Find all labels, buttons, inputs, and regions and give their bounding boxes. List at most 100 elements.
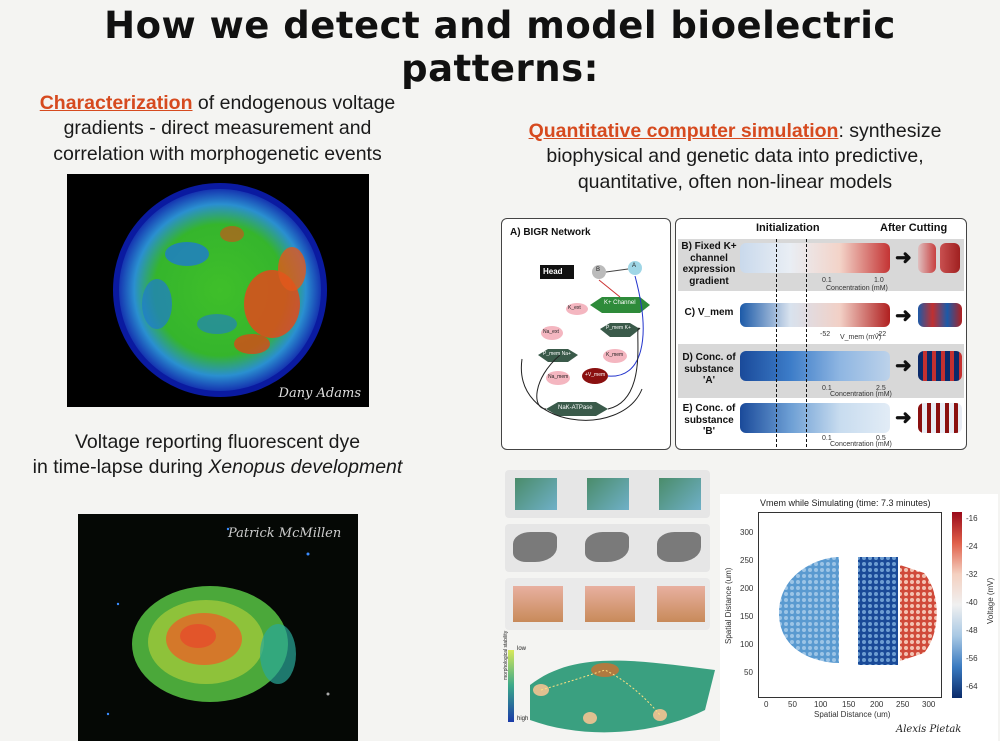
embryo-voltage-graphic [113,183,327,397]
row-b-cut1 [918,243,936,273]
network-node-b: B [596,267,601,273]
row-d-label: D) Conc. of substance 'A' [682,352,736,386]
sim-heading-line3: quantitative, often non-linear models [577,170,893,193]
row-c-scale: V_mem (mV) [840,334,882,341]
ytick-4: 100 [740,640,754,649]
regeneration-montage [505,470,710,630]
row-d-lo: 0.1 [822,385,832,392]
cbar-label: Voltage (mV) [986,577,995,624]
caption-line2a: in time-lapse during [32,456,209,479]
timelapse-graphic [106,527,330,716]
row-b-arrow: ➜ [895,247,912,269]
network-node-nakatpase: NaK-ATPase [558,405,593,411]
montage-row-1 [505,470,710,518]
network-graph [520,261,650,421]
montage-shape-1 [513,532,557,562]
row-c-hi: -22 [876,331,887,338]
cut-line-2 [806,239,807,447]
row-b-label: B) Fixed K+ channel expression gradient [681,241,737,287]
montage-shape-3 [657,532,701,562]
row-c-init [740,303,890,327]
xtick-3: 150 [842,700,856,709]
cbar-tick-2: -32 [966,570,978,579]
network-node-a: A [632,263,637,269]
row-d-arrow: ➜ [895,355,912,377]
row-c-arrow: ➜ [895,305,912,327]
montage-row-2 [505,524,710,572]
ytick-5: 50 [744,668,753,677]
colorbar [952,512,962,698]
embryo-voltage-image: Dany Adams [67,174,369,407]
montage-row-3 [505,578,710,630]
row-e-lo: 0.1 [822,435,832,442]
row-d-hi: 2.5 [876,385,886,392]
montage-g-1 [515,478,557,510]
characterization-link[interactable]: Characterization [39,92,193,114]
cut-line-1 [776,239,777,447]
cbar-tick-6: -64 [966,682,978,691]
xtick-0: 0 [764,700,769,709]
row-d-init [740,351,890,381]
row-b-lo: 0.1 [822,277,832,284]
col-cut-header: After Cutting [880,222,948,234]
bigr-network-diagram: A) BIGR Network Head B A K+ Channel K_ex… [501,218,671,450]
row-d-cut [918,351,962,381]
network-node-pmem-k: P_mem K+ [606,325,631,331]
row-c-label: C) V_mem [684,307,734,318]
cbar-tick-4: -48 [966,626,978,635]
slide-title: How we detect and model bioelectric patt… [104,4,896,90]
xtick-6: 300 [922,700,936,709]
heading-rest: of endogenous voltage [192,92,396,114]
caption-line2b: Xenopus development [208,456,403,479]
plot-credit: Alexis Pietak [896,724,962,735]
network-node-vmem: +V_mem [585,372,606,378]
timelapse-image: Patrick McMillen [78,514,358,741]
montage-shape-2 [585,532,629,562]
row-e-label: E) Conc. of substance 'B' [682,403,736,437]
landscape-top-label: low [517,646,527,652]
sim-heading-line2: biophysical and genetic data into predic… [546,145,924,168]
xtick-4: 200 [870,700,884,709]
network-node-head: Head [543,267,563,276]
row-e-scale: Concentration (mM) [830,441,892,448]
row-b-init [740,243,890,273]
ytick-1: 250 [740,556,754,565]
montage-g-2 [587,478,629,510]
sim-heading-rest: : synthesize [838,120,942,142]
ytick-3: 150 [740,612,754,621]
cbar-tick-0: -16 [966,514,978,523]
plot-xlabel: Spatial Distance (um) [814,710,891,719]
simulation-text: Quantitative computer simulation: synthe… [495,119,975,195]
characterization-text: Characterization of endogenous voltage g… [10,91,425,167]
montage-g-3 [659,478,701,510]
stability-landscape: low high morphological stability [503,631,720,740]
row-e-hi: 0.5 [876,435,886,442]
dye-caption: Voltage reporting fluorescent dye in tim… [10,430,425,481]
simulation-link[interactable]: Quantitative computer simulation [528,120,839,142]
plot-title: Vmem while Simulating (time: 7.3 minutes… [760,498,931,508]
network-node-kext: K_ext [568,305,581,311]
montage-worm-2 [585,586,635,622]
image1-credit: Dany Adams [278,386,361,401]
network-node-kchannel: K+ Channel [604,300,636,306]
row-e-cut [918,403,962,433]
montage-worm-3 [657,586,705,622]
network-title: A) BIGR Network [510,227,591,238]
cbar-tick-1: -24 [966,542,978,551]
image2-credit: Patrick McMillen [228,526,342,541]
plot-area [758,512,942,698]
cbar-tick-3: -40 [966,598,978,607]
landscape-axis-label: morphological stability [503,630,509,680]
network-node-pmem-na: P_mem Na+ [543,351,571,357]
ytick-2: 200 [740,584,754,593]
heading-line3: correlation with morphogenetic events [53,142,382,165]
xtick-5: 250 [896,700,910,709]
row-e-init [740,403,890,433]
heading-line2: gradients - direct measurement and [63,117,372,140]
simulation-diagram: Initialization After Cutting B) Fixed K+… [675,218,967,450]
vmem-cells [779,557,937,665]
row-b-scale: Concentration (mM) [826,285,888,292]
plot-ylabel: Spatial Distance (um) [724,567,733,644]
network-node-kmem: K_mem [606,352,624,358]
caption-line1: Voltage reporting fluorescent dye [74,431,361,453]
